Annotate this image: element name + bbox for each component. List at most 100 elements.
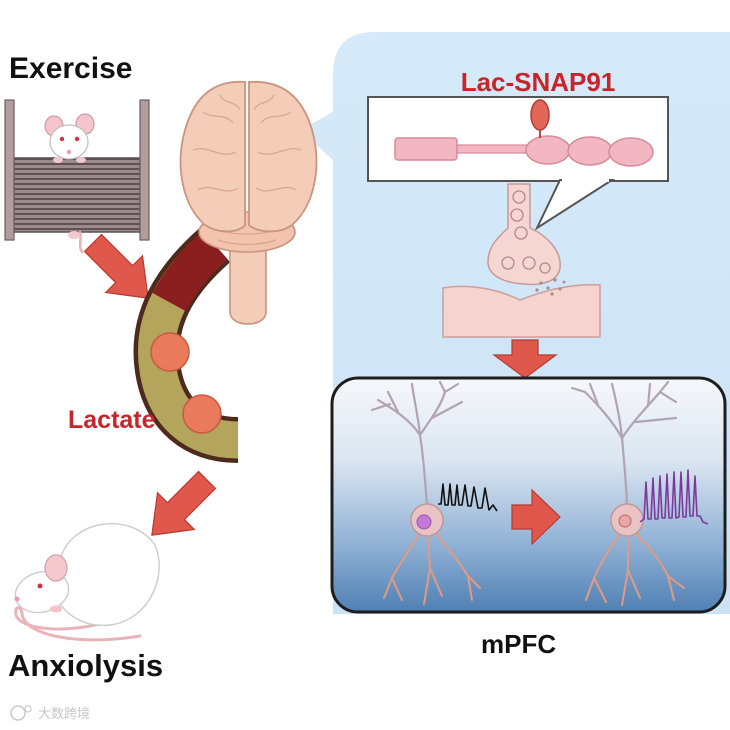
basal-dendrite (635, 533, 669, 577)
neurotransmitter-dot (562, 280, 566, 284)
basal-dendrite (627, 569, 641, 599)
synapse (442, 183, 601, 338)
apical-dendrite (570, 386, 587, 394)
apical-dendrite (386, 390, 400, 414)
apical-dendrite (376, 398, 422, 437)
treadmill-post-left (4, 99, 15, 241)
snap91-domain (608, 137, 654, 167)
lactate-molecule (150, 332, 190, 372)
protein-box (367, 96, 669, 231)
neurotransmitter-dot (558, 287, 562, 291)
anxiolysis-label: Anxiolysis (8, 648, 163, 683)
watermark-logo (10, 705, 26, 721)
mpfc-label: mPFC (481, 629, 556, 659)
apical-dendrite (646, 382, 652, 408)
mouse-body (54, 523, 160, 626)
apical-dendrite (443, 382, 460, 394)
watermark: 大数跨境 (10, 705, 90, 722)
brainstem (229, 239, 267, 325)
cerebellum-fold (217, 239, 277, 246)
mouse-tail (14, 606, 142, 642)
apical-dendrite (370, 402, 392, 412)
gyrus (219, 94, 241, 111)
callout-tail-joint (562, 178, 609, 182)
resting-mouse (14, 523, 160, 642)
arrow-exercise-to-vessel (83, 233, 149, 299)
neurotransmitter-dot (550, 292, 554, 296)
synaptic-vesicle (510, 208, 524, 222)
spike-trace-before (438, 483, 498, 512)
exercise-label: Exercise (9, 52, 132, 85)
arrow-synapse-to-mpfc (492, 339, 558, 379)
basal-dendrites (585, 533, 685, 606)
basal-dendrite (391, 533, 421, 579)
gyrus (192, 148, 237, 155)
synaptic-vesicle (501, 256, 515, 270)
neuron-before (370, 380, 481, 605)
watermark-text: 大数跨境 (38, 707, 90, 722)
mouse-hind-leg (68, 231, 80, 239)
snap91-domain (525, 135, 571, 165)
brain-gyri (192, 94, 302, 192)
gyrus (197, 186, 239, 192)
apical-dendrite (658, 390, 678, 404)
apical-dendrites (370, 380, 464, 508)
synaptic-vesicle (514, 226, 528, 240)
basal-dendrite (383, 577, 393, 599)
apical-dendrite (588, 382, 600, 407)
mouse-nose (66, 149, 72, 155)
nucleus (618, 514, 632, 528)
basal-dendrite (467, 575, 481, 589)
mouse-paw (53, 157, 63, 163)
apical-dendrite (620, 436, 629, 507)
gyrus (253, 94, 275, 111)
snap91-domain (567, 136, 613, 166)
blood-vessel (133, 227, 240, 463)
snap91-n-terminal-domain (394, 137, 458, 161)
apical-dendrite (418, 433, 429, 508)
synaptic-vesicle (539, 262, 551, 274)
apical-dendrite (438, 380, 447, 394)
apical-dendrite (620, 390, 662, 440)
synaptic-vesicle (522, 256, 536, 270)
mouse-eye (37, 583, 43, 589)
neuron-after (570, 380, 685, 606)
mouse-tail (78, 230, 84, 254)
apical-dendrite (430, 400, 464, 420)
mouse-head (49, 124, 89, 160)
snap91-linker (456, 144, 530, 154)
brain (179, 81, 318, 325)
gyrus (260, 111, 292, 124)
vessel-blood (152, 230, 228, 312)
treadmill-post-right (139, 99, 150, 241)
basal-dendrite (429, 567, 443, 597)
basal-dendrites (383, 533, 481, 605)
mpfc-panel (330, 376, 727, 614)
basal-dendrite (667, 575, 675, 601)
basal-dendrite (593, 533, 621, 579)
arrow-before-to-after (511, 488, 561, 546)
gyrus (202, 111, 234, 124)
gyrus (255, 186, 297, 192)
mouse-eye (74, 136, 80, 142)
apical-dendrite (410, 382, 422, 437)
apical-dendrites (570, 380, 678, 507)
basal-dendrite (391, 577, 403, 601)
mouse-eye (59, 136, 65, 142)
lactyl-group (530, 99, 550, 131)
presynaptic-terminal (487, 183, 561, 286)
neurotransmitter-dot (546, 286, 550, 290)
apical-dendrite (658, 380, 670, 394)
postsynaptic-membrane (442, 283, 601, 338)
synaptic-vesicle (512, 190, 526, 204)
apical-dendrite (610, 382, 624, 440)
synaptic-vesicles (501, 190, 551, 274)
apical-dendrite (583, 390, 624, 440)
lactate-molecule (182, 394, 222, 434)
gyrus (257, 148, 302, 155)
spike-trace-after (639, 469, 709, 525)
basal-dendrite (585, 577, 595, 601)
treadmill-drum (13, 157, 141, 233)
